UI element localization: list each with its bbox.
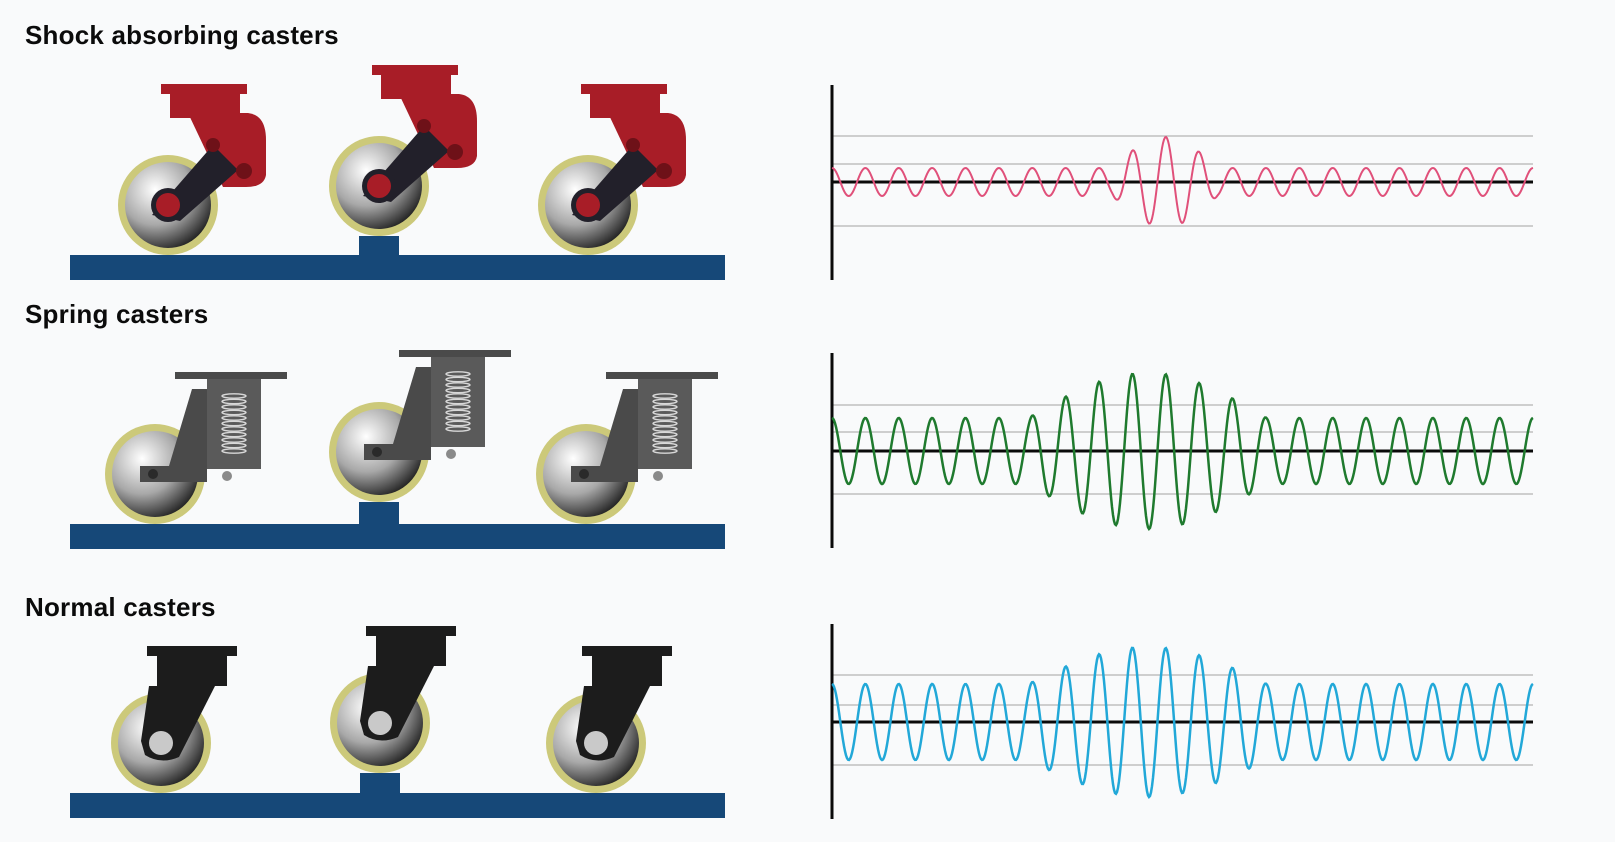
axle-cap [149, 731, 173, 755]
spring-coil [445, 426, 471, 432]
spring-coil [652, 415, 678, 421]
floor-bump [359, 236, 399, 256]
spring-coil [652, 404, 678, 410]
spring-coil [652, 442, 678, 449]
spring-coil [221, 420, 247, 427]
caster-1 [118, 84, 266, 255]
swivel-body [592, 656, 662, 686]
vibration-chart-spring [830, 353, 1534, 548]
caster-row-normal [70, 626, 725, 818]
bolt [222, 471, 232, 481]
spring-coil [652, 426, 678, 432]
vibration-wave [831, 646, 1534, 799]
spring-coil [221, 442, 247, 449]
section-title-shock-absorbing: Shock absorbing casters [25, 20, 339, 50]
caster-row-spring [70, 350, 725, 549]
axle-cap [368, 711, 392, 735]
bolt [236, 163, 252, 179]
vibration-chart-normal [830, 624, 1534, 819]
spring-housing [638, 379, 692, 469]
axle [372, 447, 382, 457]
bolt [653, 471, 663, 481]
spring-coil [652, 448, 678, 454]
caster-2 [329, 350, 511, 502]
caster-1 [105, 372, 287, 524]
mount-plate [372, 65, 458, 75]
spring-coil [221, 393, 247, 399]
axle-cap [584, 731, 608, 755]
bolt [447, 144, 463, 160]
caster-1 [111, 646, 237, 793]
axle [148, 469, 158, 479]
spring-coil [445, 398, 471, 405]
spring-coil [221, 437, 247, 443]
mount-plate [147, 646, 237, 656]
spring-coil [445, 382, 471, 388]
mount-plate [175, 372, 287, 379]
swivel-body [157, 656, 227, 686]
axle-cap [367, 174, 391, 198]
mount-plate [399, 350, 511, 357]
spring-coil [445, 409, 471, 416]
floor-bump [359, 502, 399, 525]
floor [70, 255, 725, 280]
floor-bump [360, 773, 400, 794]
spring-coil [221, 409, 247, 416]
spring-coil [652, 420, 678, 427]
caster-2 [329, 65, 477, 236]
caster-3 [538, 84, 686, 255]
spring-coil [221, 426, 247, 432]
axle [579, 469, 589, 479]
caster-2 [330, 626, 456, 773]
spring-coil [445, 404, 471, 410]
spring-coil [652, 431, 678, 438]
mount-plate [161, 84, 247, 94]
axle-cap [156, 193, 180, 217]
spring-coil [445, 376, 471, 383]
floor [70, 524, 725, 549]
caster-fork [140, 389, 207, 482]
spring-coil [652, 398, 678, 405]
bolt [417, 119, 431, 133]
vibration-chart-shock-absorbing [830, 85, 1534, 280]
spring-coil [652, 409, 678, 416]
spring-coil [221, 398, 247, 405]
caster-fork [364, 367, 431, 460]
spring-housing [207, 379, 261, 469]
mount-plate [606, 372, 718, 379]
spring-coil [445, 420, 471, 427]
spring-housing [431, 357, 485, 447]
mount-plate [366, 626, 456, 636]
spring-coil [445, 393, 471, 399]
bolt [206, 138, 220, 152]
spring-coil [445, 387, 471, 394]
vibration-wave [831, 372, 1534, 532]
spring-coil [445, 371, 471, 377]
caster-row-shock-absorbing [70, 65, 725, 280]
axle-cap [576, 193, 600, 217]
spring-coil [652, 393, 678, 399]
spring-coil [652, 437, 678, 443]
caster-3 [546, 646, 672, 793]
vibration-wave [831, 135, 1534, 225]
mount-plate [582, 646, 672, 656]
section-title-normal: Normal casters [25, 592, 216, 622]
caster-fork [571, 389, 638, 482]
spring-coil [445, 415, 471, 421]
spring-coil [221, 404, 247, 410]
spring-coil [221, 431, 247, 438]
caster-3 [536, 372, 718, 524]
floor [70, 793, 725, 818]
spring-coil [221, 448, 247, 454]
swivel-body [376, 636, 446, 666]
spring-coil [221, 415, 247, 421]
section-title-spring: Spring casters [25, 299, 209, 329]
bolt [656, 163, 672, 179]
bolt [446, 449, 456, 459]
bolt [626, 138, 640, 152]
mount-plate [581, 84, 667, 94]
